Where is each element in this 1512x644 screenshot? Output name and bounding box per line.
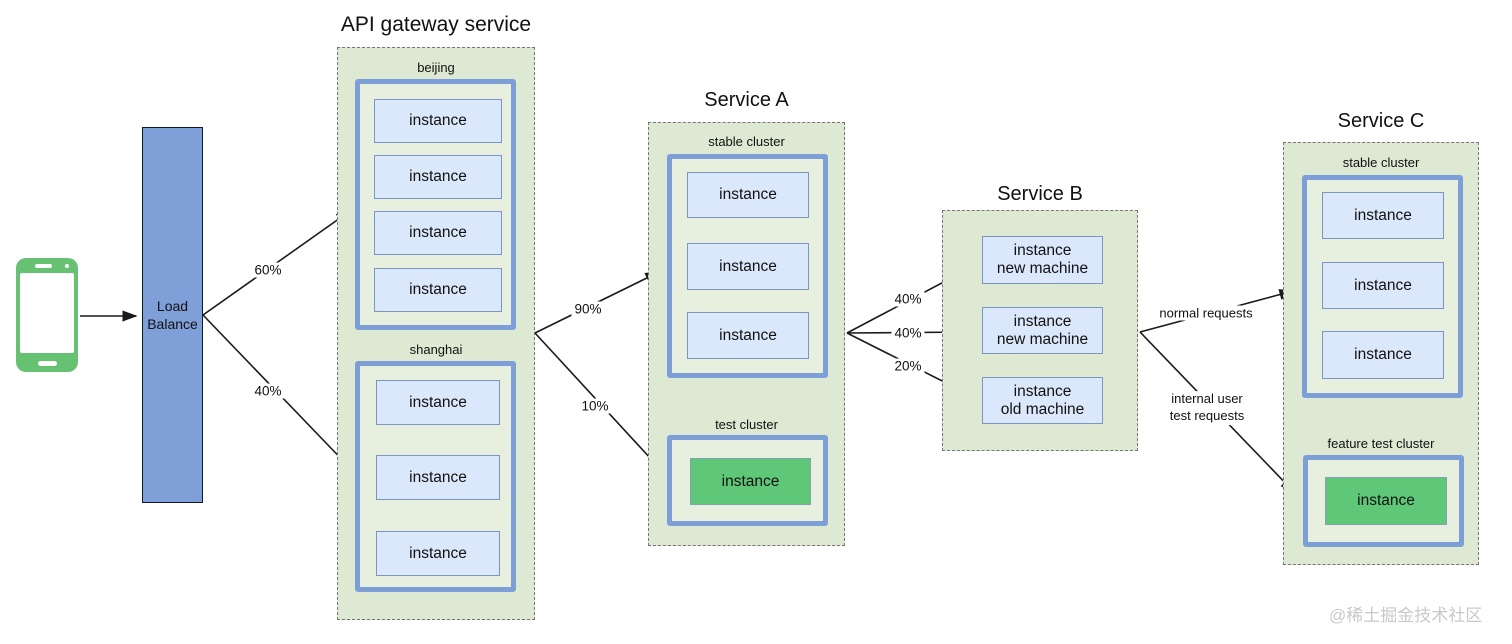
instance-box: instance	[376, 455, 500, 500]
instance-line2: old machine	[1000, 400, 1085, 418]
instance-line2: new machine	[996, 330, 1089, 348]
edge-label-10pct: 10%	[578, 398, 612, 414]
instance-box-test: instance	[1325, 477, 1447, 525]
instance-box: instance	[374, 211, 502, 255]
instance-box: instance	[687, 172, 809, 218]
phone-home-button	[38, 361, 57, 366]
cluster-label-c-feature-test: feature test cluster	[1327, 436, 1435, 451]
smartphone-icon	[16, 258, 78, 372]
edge-label-20pct: 20%	[891, 358, 925, 374]
cluster-label-a-stable: stable cluster	[708, 134, 785, 149]
edge-label-90pct: 90%	[571, 301, 605, 317]
instance-box-test: instance	[690, 458, 811, 505]
phone-camera	[65, 264, 69, 268]
gateway-title: API gateway service	[340, 13, 532, 36]
watermark: @稀土掘金技术社区	[1329, 606, 1483, 625]
edge-label-internal-test-requests: internal user test requests	[1166, 391, 1248, 425]
instance-box-new-machine: instance new machine	[982, 307, 1103, 354]
instance-box: instance	[687, 243, 809, 290]
instance-box: instance	[374, 155, 502, 199]
instance-line1: instance	[1013, 382, 1072, 400]
instance-box: instance	[1322, 262, 1444, 309]
instance-box: instance	[376, 531, 500, 576]
instance-line1: instance	[1013, 242, 1072, 260]
service-c-title: Service C	[1337, 110, 1425, 132]
edge-label-60pct: 60%	[251, 262, 285, 278]
instance-box: instance	[687, 312, 809, 359]
cluster-label-beijing: beijing	[417, 60, 455, 75]
edge-label-normal-requests: normal requests	[1156, 305, 1256, 321]
service-b-title: Service B	[997, 183, 1083, 205]
cluster-label-c-stable: stable cluster	[1342, 155, 1420, 170]
edge-label-line2: test requests	[1169, 408, 1245, 423]
instance-box-old-machine: instance old machine	[982, 377, 1103, 424]
instance-box: instance	[374, 268, 502, 312]
cluster-label-a-test: test cluster	[715, 417, 778, 432]
instance-box: instance	[1322, 331, 1444, 379]
edge-label-40pct-new1: 40%	[891, 291, 925, 307]
instance-box-new-machine: instance new machine	[982, 236, 1103, 284]
edge-label-40pct-new2: 40%	[891, 325, 925, 341]
load-balancer-node: Load Balance	[142, 127, 203, 503]
phone-speaker	[35, 264, 52, 268]
instance-box: instance	[376, 380, 500, 425]
edge-label-line1: internal user	[1171, 391, 1243, 407]
cluster-label-shanghai: shanghai	[409, 342, 463, 357]
phone-screen	[20, 273, 74, 353]
instance-line2: new machine	[996, 260, 1089, 277]
instance-box: instance	[374, 99, 502, 143]
instance-line1: instance	[1013, 312, 1072, 330]
service-a-title: Service A	[704, 89, 789, 111]
load-balancer-label: Load Balance	[147, 297, 198, 332]
edge-label-40pct: 40%	[251, 383, 285, 399]
instance-box: instance	[1322, 192, 1444, 239]
